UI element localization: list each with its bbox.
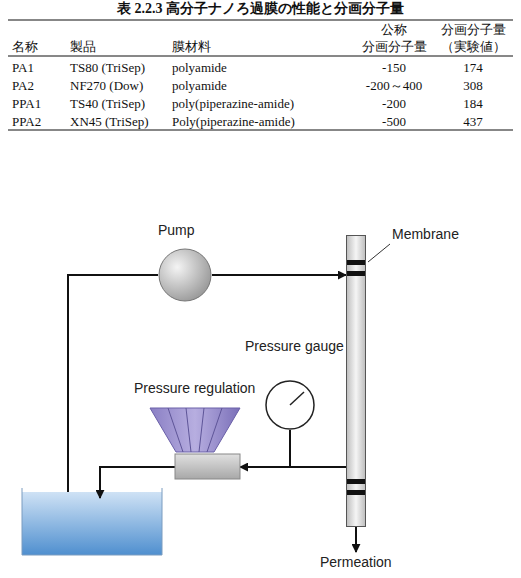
return-line	[100, 467, 175, 498]
table-cell: PA1	[12, 59, 68, 76]
table-header: 分画分子量 （実験値）	[434, 21, 512, 55]
node-label: Pressure regulation	[134, 380, 255, 396]
table-cell: 174	[434, 59, 512, 76]
pipe-connector	[212, 274, 346, 276]
table-cell: PA2	[12, 77, 68, 94]
table-cell: 308	[434, 77, 512, 94]
node-label: Membrane	[392, 226, 459, 242]
membrane-module: Membrane	[346, 235, 366, 527]
table-cell: PPA1	[12, 95, 68, 112]
table-cell: -150	[356, 59, 432, 76]
table-cell: TS40 (TriSep)	[70, 95, 170, 112]
node-label: Pressure gauge	[245, 338, 344, 354]
table-cell: poly(piperazine-amide)	[172, 95, 352, 112]
table-rule	[8, 129, 513, 130]
table-cell: -200	[356, 95, 432, 112]
table-cell: polyamide	[172, 77, 352, 94]
table-cell: Poly(piperazine-amide)	[172, 113, 352, 130]
table-cell: TS80 (TriSep)	[70, 59, 170, 76]
pressure-gauge: Pressure gauge	[265, 380, 315, 430]
node-label: Pump	[158, 222, 195, 238]
table-cell: -200～400	[356, 77, 432, 94]
table-header: 製品	[70, 38, 170, 55]
pipe-connector	[290, 430, 346, 467]
table-header: 名称	[12, 38, 68, 55]
table-cell: 437	[434, 113, 512, 130]
pressure-valve-outline	[150, 408, 240, 480]
pump-symbol-outline	[158, 248, 212, 302]
table-cell: 184	[434, 95, 512, 112]
pump-symbol: Pump	[158, 248, 212, 302]
outlet-label: Permeation	[320, 554, 392, 570]
table-title: 表 2.2.3 高分子ナノろ過膜の性能と分画分子量	[117, 0, 404, 18]
pressure-valve: Pressure regulation	[150, 408, 240, 480]
water-tank	[22, 492, 162, 555]
tank-wall	[22, 488, 162, 555]
table-cell: NF270 (Dow)	[70, 77, 170, 94]
pressure-gauge-outline	[265, 380, 315, 430]
permeate-arrow	[355, 527, 357, 552]
table-cell: polyamide	[172, 59, 352, 76]
leader-line	[368, 244, 390, 262]
table-header: 膜材料	[172, 38, 352, 55]
table-cell: XN45 (TriSep)	[70, 113, 170, 130]
table-cell: -500	[356, 113, 432, 130]
table-rule	[8, 19, 513, 20]
table-cell: PPA2	[12, 113, 68, 130]
membrane-module-outline	[346, 235, 366, 527]
table-header: 公称 分画分子量	[356, 21, 432, 55]
table-rule	[8, 56, 513, 57]
